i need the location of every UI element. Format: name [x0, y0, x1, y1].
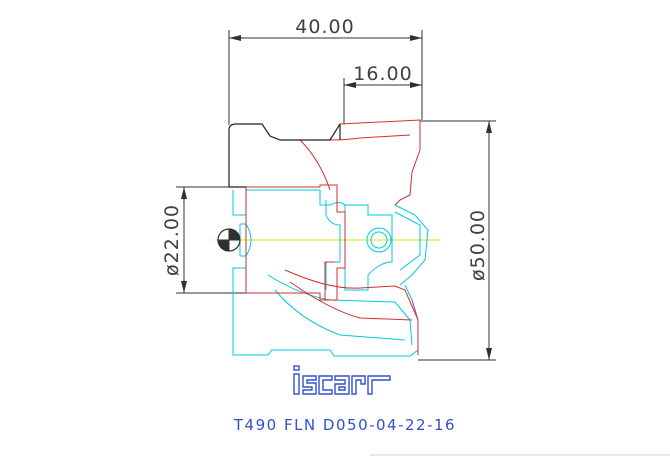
- tool-designation: T490 FLN D050-04-22-16: [233, 416, 456, 434]
- dim-bore-diameter: ø22.00: [161, 186, 246, 294]
- dim-insert-length: 16.00: [343, 63, 422, 124]
- insert-top-profile: [228, 123, 341, 188]
- dim-overall-length: 40.00: [228, 16, 423, 125]
- dim-cutting-diameter: ø50.00: [418, 120, 496, 361]
- cutter-body: [232, 189, 429, 357]
- iscar-logo: [293, 365, 391, 395]
- insert-outline: [245, 119, 421, 355]
- dim-overall-length-label: 40.00: [295, 16, 354, 38]
- accent-line: [411, 299, 419, 321]
- dim-bore-diameter-label: ø22.00: [161, 204, 183, 276]
- dim-insert-length-label: 16.00: [353, 63, 412, 85]
- dim-cutting-diameter-label: ø50.00: [467, 209, 489, 281]
- center-mark-icon: [217, 228, 241, 252]
